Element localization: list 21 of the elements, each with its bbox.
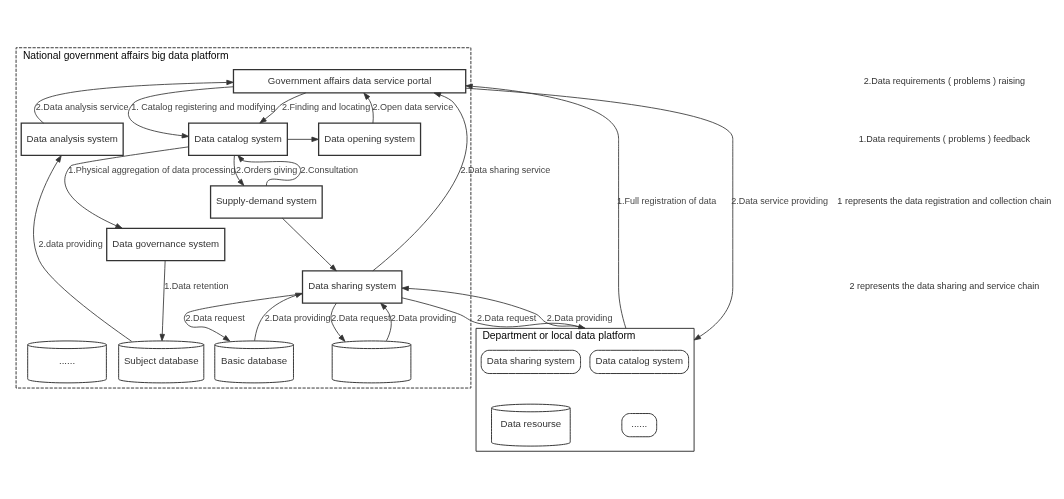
edge-label: 2.Data providing [390,312,457,323]
edge-label: 1.Data retention [164,281,229,292]
edge-label: 2.Data providing [264,312,331,323]
label: 1 represents the data registration and collection chain [837,196,1052,207]
label: 2 represents the data sharing and service chain [849,281,1040,292]
edge-label: 2.Data request [477,312,537,323]
edge-label: 2.data providing [38,238,103,249]
edge-label: 2.Data sharing service [460,165,551,176]
edge-label: 1.Physical aggregation of data processing [68,165,236,176]
edge-label: 2.Data request [331,312,391,323]
edge-label: 2.Finding and locating [281,102,371,113]
edge-label: 2.Data request [185,312,245,323]
edge-label: 2.Open data service [372,102,454,113]
edge-label: 2.Consultation [300,165,359,176]
label: 1.Data requirements ( problems ) feedback [858,133,1031,144]
edge-label: 2.Data service providing [731,196,828,207]
edge-label: 1. Catalog registering and modifying [131,102,276,113]
edge-label: 2.Data providing [546,312,613,323]
edge-label: 2.Orders giving [236,165,298,176]
edge-label: 2.Data analysis service [35,102,129,113]
label: 2.Data requirements ( problems ) raising [863,75,1026,86]
